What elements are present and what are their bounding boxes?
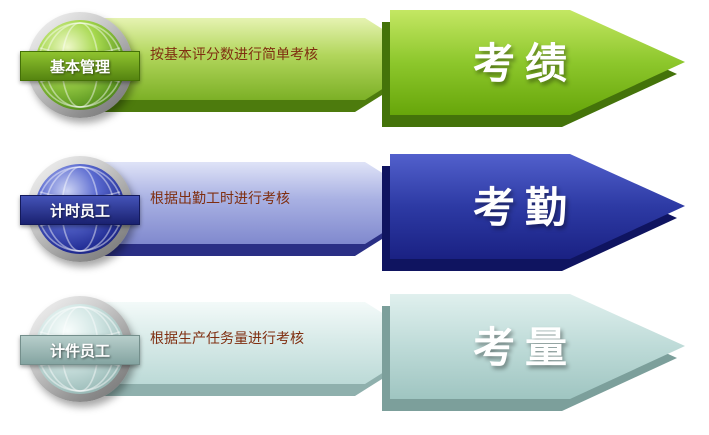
bar-shape (75, 162, 430, 244)
bar-shape (75, 18, 430, 100)
flow-row-performance: 基本管理 按基本评分数进行简单考核 考绩 (0, 8, 709, 140)
badge-label: 计件员工 (49, 341, 110, 360)
row-graphic (65, 10, 685, 127)
badge-label: 基本管理 (49, 57, 110, 76)
arrow-label: 考量 (472, 323, 577, 372)
arrow-label: 考勤 (472, 183, 577, 232)
arrow-shape (390, 294, 685, 399)
flow-row-attendance: 计时员工 根据出勤工时进行考核 考勤 (0, 152, 709, 284)
bar-description: 按基本评分数进行简单考核 (150, 47, 318, 63)
badge-ribbon: 计件员工 (20, 335, 140, 365)
arrow-shape (390, 154, 685, 259)
badge-label: 计时员工 (49, 201, 110, 220)
badge-ribbon: 基本管理 (20, 51, 140, 81)
bar-shape (75, 302, 430, 384)
bar-description: 根据生产任务量进行考核 (150, 331, 304, 347)
badge-ribbon: 计时员工 (20, 195, 140, 225)
row-graphic (65, 294, 685, 411)
row-graphic (65, 154, 685, 271)
globe-badge: 计件员工 (20, 296, 140, 402)
globe-badge: 计时员工 (20, 156, 140, 262)
globe-badge: 基本管理 (20, 12, 140, 118)
arrow-label: 考绩 (472, 39, 577, 88)
arrow-shape (390, 10, 685, 115)
flow-row-quantity: 计件员工 根据生产任务量进行考核 考量 (0, 292, 709, 424)
bar-description: 根据出勤工时进行考核 (150, 191, 290, 207)
